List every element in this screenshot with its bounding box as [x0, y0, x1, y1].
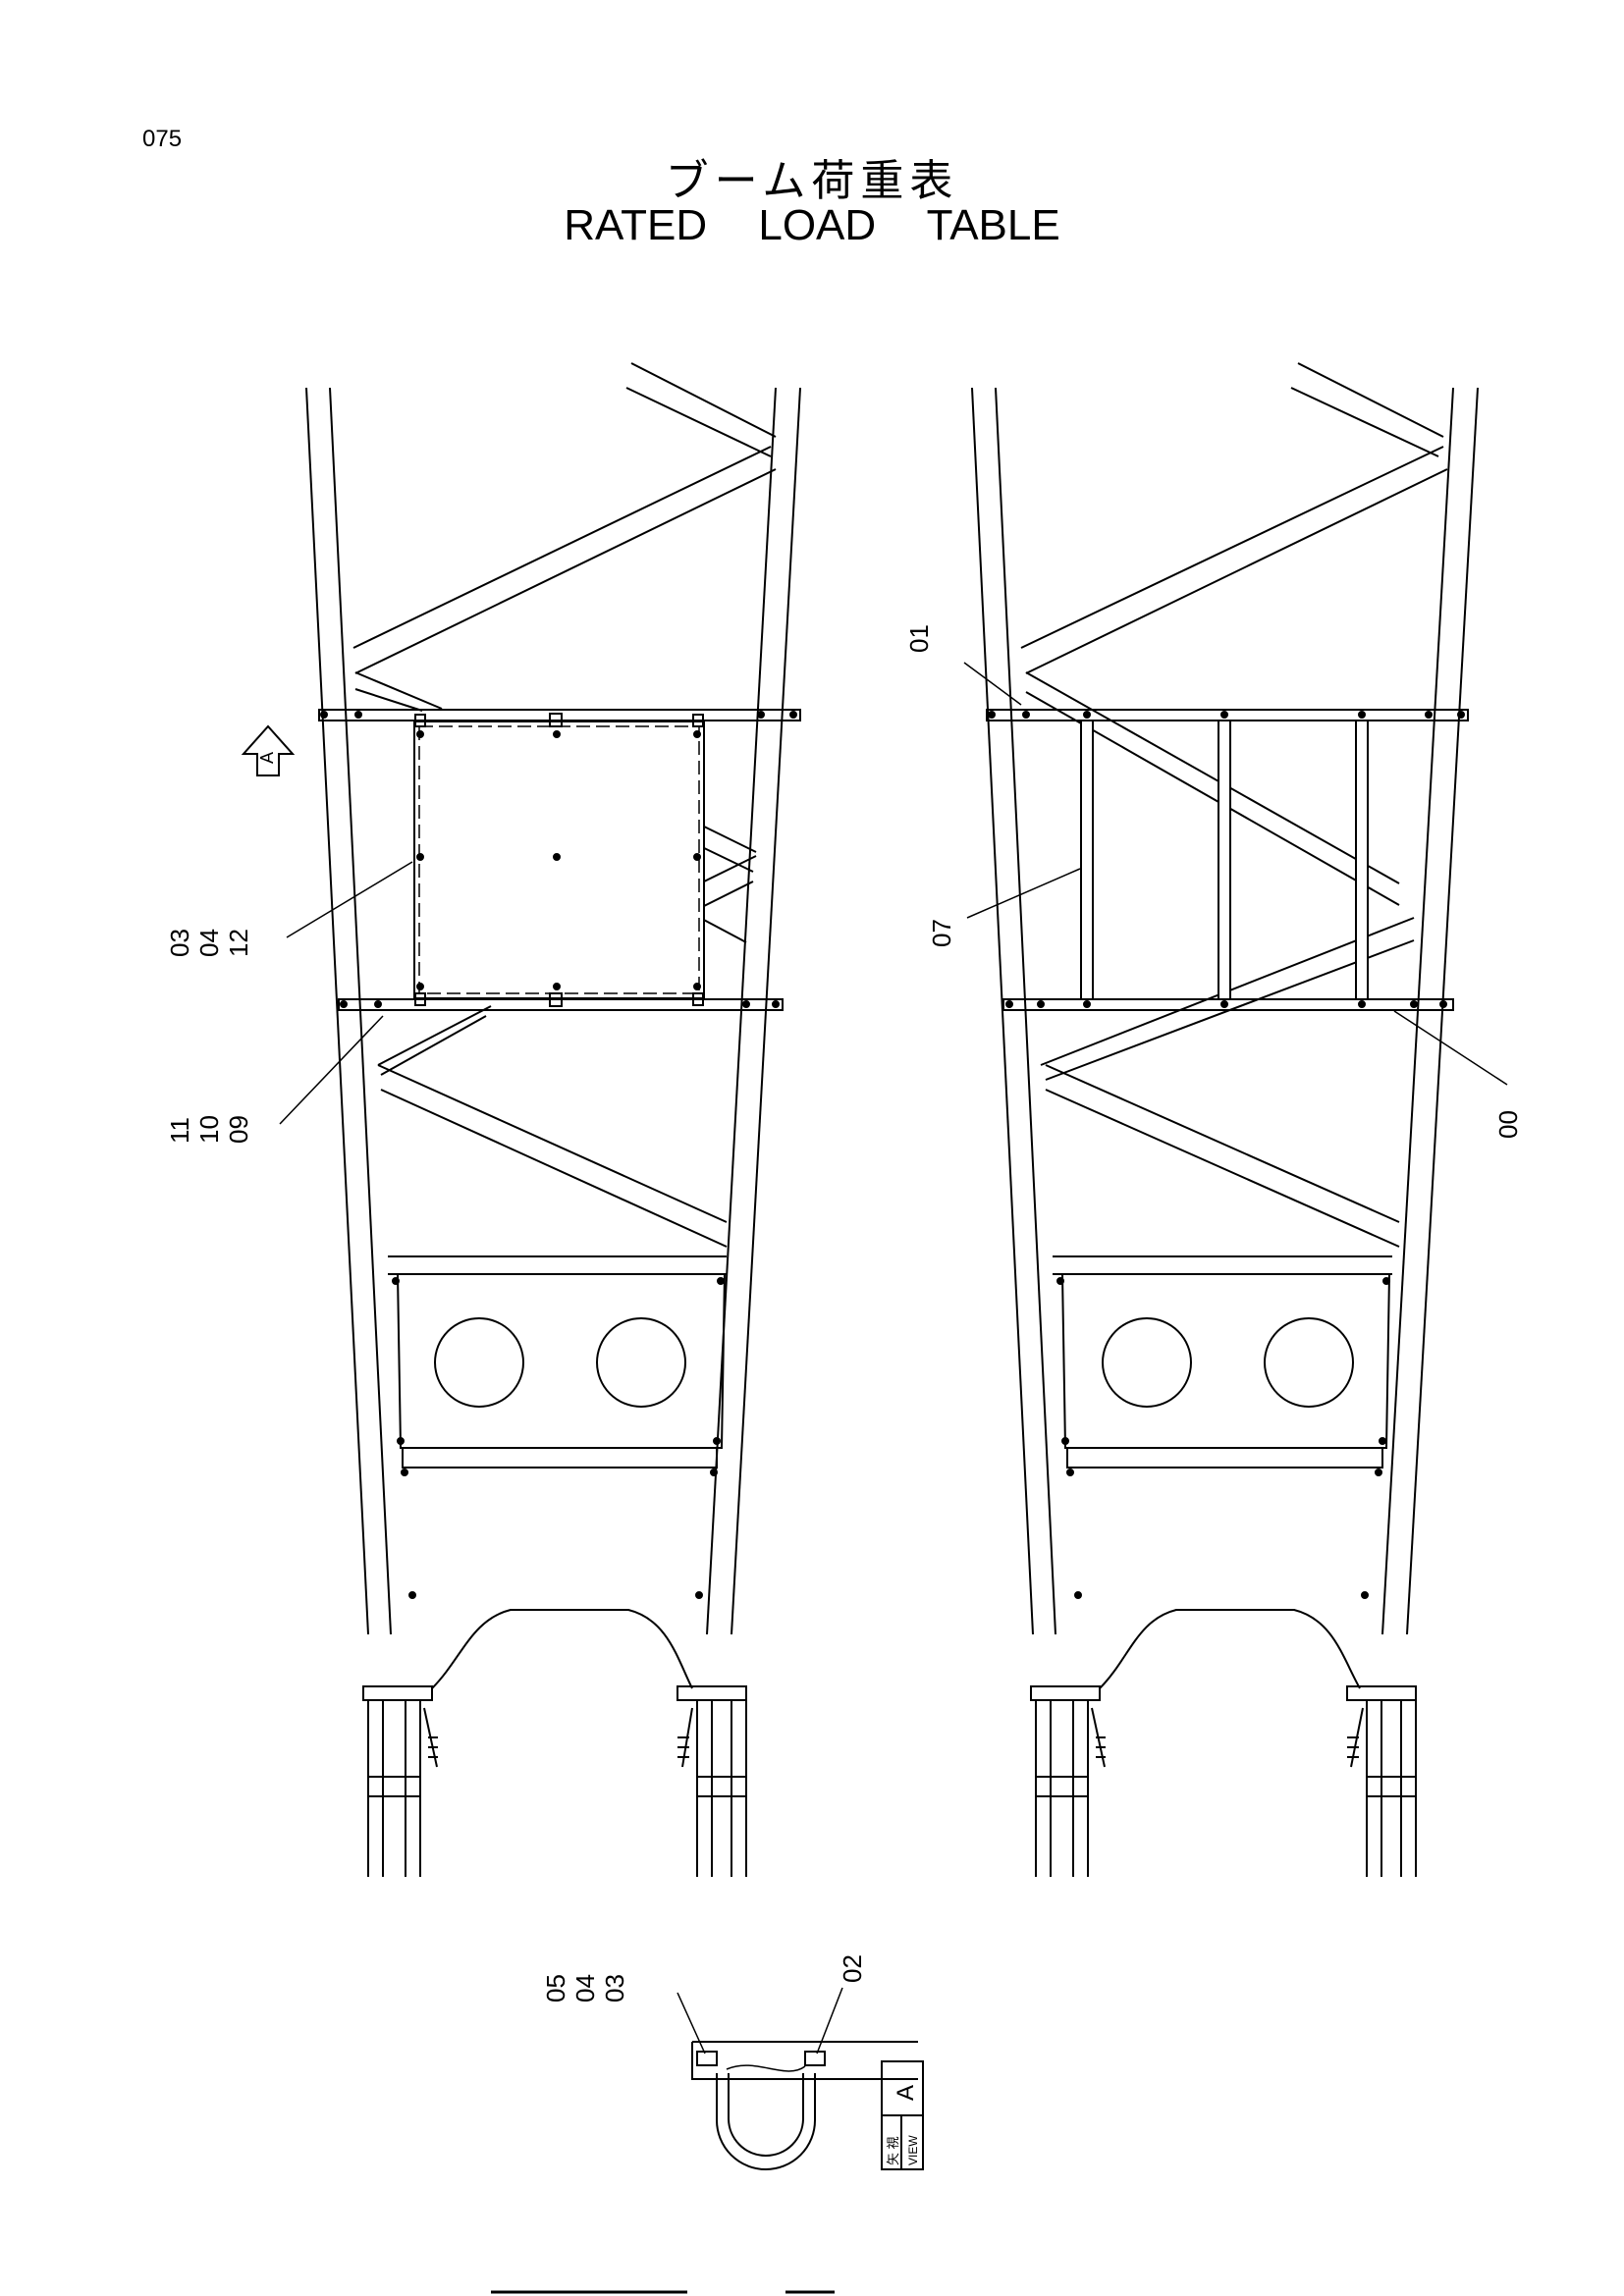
- view-box-letter: A: [893, 2085, 919, 2101]
- rated-load-plate: [413, 713, 705, 1007]
- detail-view-a: [677, 1987, 924, 2170]
- right-foot-right: [1346, 1685, 1417, 1877]
- leader-detail-right: [816, 1987, 843, 2055]
- leader-right-bottom: [1393, 1010, 1508, 1086]
- left-foot-right: [677, 1685, 747, 1877]
- left-lattice-top: [352, 362, 777, 712]
- callout-03: 03: [165, 929, 194, 957]
- callout-07: 07: [927, 919, 956, 947]
- leader-left-top: [286, 861, 413, 938]
- callout-03-detail: 03: [600, 1974, 629, 2002]
- right-base-plate: [1053, 1255, 1392, 1599]
- callout-02: 02: [838, 1954, 867, 1983]
- leader-right-top: [963, 662, 1022, 706]
- leader-detail-left: [677, 1992, 706, 2055]
- leader-right-mid: [966, 868, 1081, 919]
- left-hole-1: [434, 1317, 524, 1408]
- callout-10: 10: [194, 1115, 224, 1144]
- left-boom-view: [241, 362, 801, 1877]
- left-foot-left: [362, 1685, 438, 1877]
- callout-11: 11: [165, 1117, 194, 1144]
- callout-09: 09: [224, 1115, 253, 1144]
- right-lattice-top: [1020, 362, 1448, 906]
- right-vertical-straps: [1080, 711, 1369, 1008]
- view-box-jp: 矢 視: [886, 2136, 900, 2165]
- left-lattice-mid: [699, 824, 757, 943]
- view-arrow-a: [241, 724, 296, 776]
- right-hole-2: [1264, 1317, 1354, 1408]
- callout-12: 12: [224, 929, 253, 957]
- right-clamp-bar-lower: [1002, 998, 1454, 1011]
- left-lattice-lower: [377, 1005, 728, 1248]
- right-foot-left: [1030, 1685, 1106, 1877]
- view-box-en: VIEW: [906, 2135, 920, 2165]
- leader-left-bottom: [279, 1015, 384, 1125]
- callout-01: 01: [904, 624, 934, 653]
- view-arrow-label: A: [257, 752, 277, 764]
- left-hole-2: [596, 1317, 686, 1408]
- title-japanese: ブーム荷重表: [665, 156, 959, 206]
- callout-04: 04: [194, 929, 224, 957]
- left-base-plate: [388, 1255, 727, 1599]
- right-hole-1: [1102, 1317, 1192, 1408]
- callout-04-detail: 04: [570, 1974, 600, 2002]
- right-boom-view: [963, 362, 1508, 1877]
- right-arch: [1099, 1609, 1361, 1689]
- title-english: RATED LOAD TABLE: [564, 201, 1060, 249]
- left-arch: [431, 1609, 693, 1689]
- callout-05: 05: [541, 1974, 570, 2002]
- callout-00: 00: [1493, 1110, 1523, 1139]
- page-number: 075: [142, 126, 183, 152]
- left-clamp-bar-upper: [318, 709, 801, 721]
